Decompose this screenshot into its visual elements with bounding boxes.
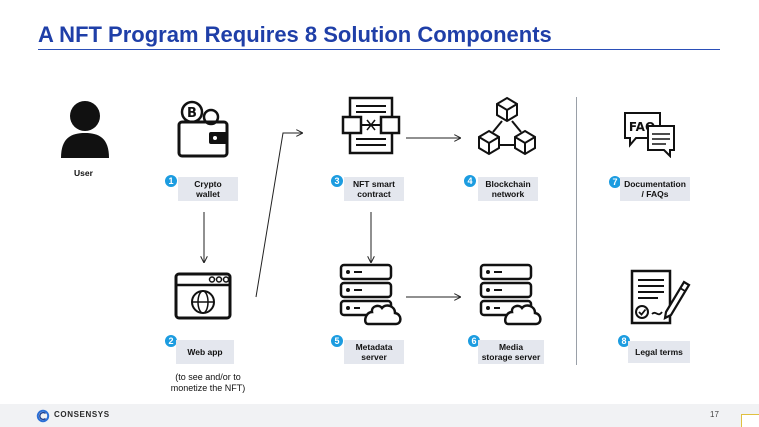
metadata-server-icon — [339, 263, 402, 326]
page-number: 17 — [710, 410, 719, 419]
brand-name: CONSENSYS — [54, 410, 110, 419]
page-title: A NFT Program Requires 8 Solution Compon… — [38, 22, 552, 47]
svg-text:B: B — [187, 106, 197, 121]
wallet-icon: B — [177, 100, 229, 158]
web-app-icon — [174, 272, 232, 320]
user-label: User — [74, 168, 93, 178]
badge-5: 5 — [330, 334, 344, 348]
blockchain-icon — [478, 96, 536, 156]
section-divider — [576, 97, 577, 365]
arrow-webapp-to-contract — [255, 133, 302, 298]
media-storage-server-icon — [479, 263, 542, 326]
metadata-server-label: Metadata server — [344, 340, 404, 364]
smart-contract-icon — [341, 96, 401, 155]
legal-document-icon — [630, 269, 691, 325]
consensys-logo-icon — [36, 409, 50, 423]
footer-bar — [0, 404, 759, 427]
web-app-label: Web app — [176, 340, 234, 364]
corner-tab — [741, 414, 759, 427]
blockchain-network-label: Blockchain network — [478, 177, 538, 201]
badge-7: 7 — [608, 175, 622, 189]
web-app-note: (to see and/or to monetize the NFT) — [170, 372, 246, 394]
title-underline — [38, 49, 720, 50]
nft-smart-contract-label: NFT smart contract — [344, 177, 404, 201]
crypto-wallet-label: Crypto wallet — [178, 177, 238, 201]
legal-terms-label: Legal terms — [628, 341, 690, 363]
user-icon — [61, 101, 109, 158]
media-storage-server-label: Media storage server — [478, 340, 544, 364]
badge-1: 1 — [164, 174, 178, 188]
faq-icon: FAQ — [624, 112, 675, 158]
badge-4: 4 — [463, 174, 477, 188]
documentation-faqs-label: Documentation / FAQs — [620, 177, 690, 201]
badge-3: 3 — [330, 174, 344, 188]
